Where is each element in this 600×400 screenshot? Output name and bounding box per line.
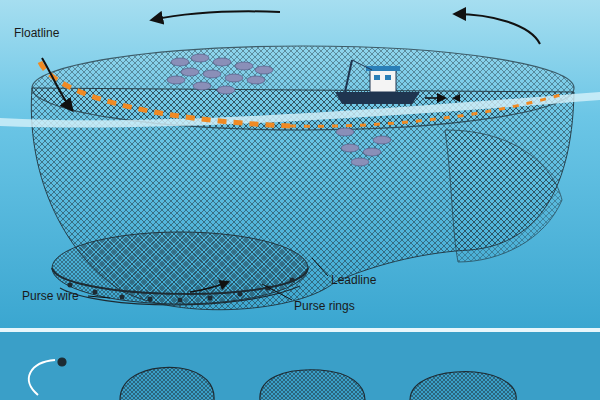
part-label: Leadline — [331, 273, 376, 287]
net-flap — [445, 130, 562, 262]
floats — [290, 95, 560, 126]
fishing-boat — [335, 60, 460, 104]
net-purse — [52, 232, 308, 304]
part-label: Purse rings — [294, 299, 355, 313]
floats — [40, 62, 290, 126]
sequence-sketches — [29, 358, 516, 400]
part-label: Purse wire — [22, 289, 79, 303]
separator — [0, 328, 600, 332]
fish-school — [167, 54, 391, 166]
leadline — [52, 268, 308, 294]
bottom-band — [0, 330, 600, 400]
leader-lines — [88, 258, 328, 300]
purse-wire — [60, 286, 300, 305]
motion-arrows — [42, 11, 540, 292]
purse-rings — [68, 278, 295, 303]
sea — [0, 0, 600, 330]
part-label: Floatline — [14, 26, 59, 40]
water-surface — [0, 92, 600, 128]
